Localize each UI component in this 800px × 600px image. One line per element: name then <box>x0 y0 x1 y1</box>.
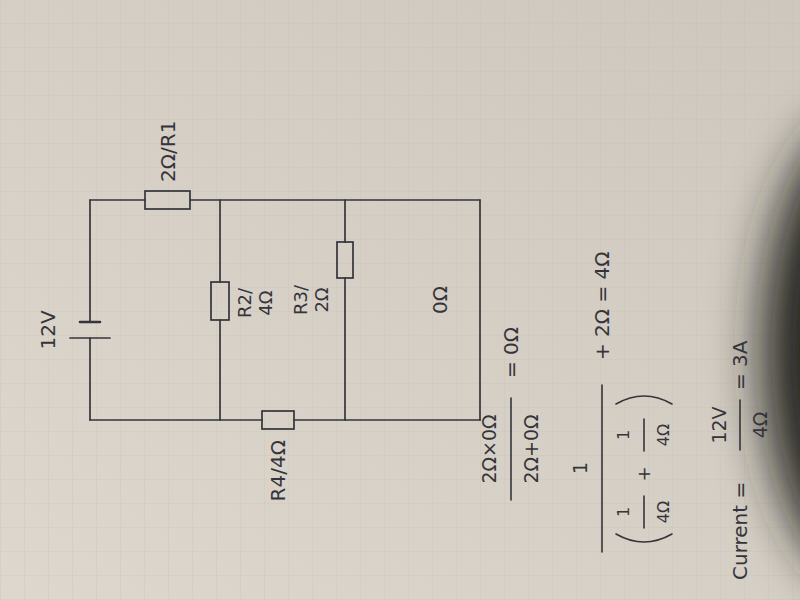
resistor-symbol <box>337 242 353 278</box>
resistor-label: R4/4Ω <box>267 440 290 501</box>
wire <box>90 419 262 421</box>
parenthesis <box>616 396 672 404</box>
equation-term: + <box>634 466 655 481</box>
fraction-bar <box>643 419 645 451</box>
wire <box>219 200 221 282</box>
equation-result: = 0Ω <box>500 327 523 378</box>
fraction-marks <box>511 385 740 552</box>
equation-term: 4Ω <box>750 412 772 439</box>
resistor-label: 2Ω/R1 <box>157 121 180 182</box>
battery-plate <box>70 337 110 339</box>
wire <box>344 200 346 242</box>
equation-term: 12V <box>709 406 731 443</box>
wire <box>89 338 91 420</box>
wire <box>344 278 346 420</box>
wire <box>190 199 480 201</box>
parenthesis <box>616 534 672 542</box>
equation-term: 2Ω×0Ω <box>479 414 501 483</box>
wire <box>219 320 221 420</box>
resistor-symbol <box>211 282 229 320</box>
fraction-bar <box>601 385 603 552</box>
fraction-bar <box>510 398 512 500</box>
resistor-label: R3/ 2Ω <box>291 285 332 315</box>
equation-term: 1 <box>615 507 633 517</box>
battery-plate <box>80 321 100 324</box>
battery-voltage: 12V <box>37 310 60 349</box>
circuit-wires <box>70 191 480 429</box>
equation-term: 1 <box>570 462 592 474</box>
wire <box>90 199 145 201</box>
equation-result: = 3A <box>729 340 752 390</box>
current-heading: Current = <box>729 482 752 580</box>
hand-shadow <box>763 110 800 590</box>
equation-term: 4Ω <box>655 501 673 523</box>
wire-label: 0Ω <box>429 286 452 314</box>
equation-result: + 2Ω = 4Ω <box>591 251 614 360</box>
wire <box>89 200 91 322</box>
fraction-bar <box>643 496 645 528</box>
wire <box>479 200 481 420</box>
resistor-symbol <box>145 191 190 209</box>
resistor-label: R2/ 4Ω <box>235 288 276 318</box>
equation-term: 2Ω+0Ω <box>521 414 543 483</box>
fraction-bar <box>739 400 741 450</box>
resistor-symbol <box>262 411 294 429</box>
equation-term: 4Ω <box>655 424 673 446</box>
wire <box>294 419 480 421</box>
equation-term: 1 <box>615 430 633 440</box>
